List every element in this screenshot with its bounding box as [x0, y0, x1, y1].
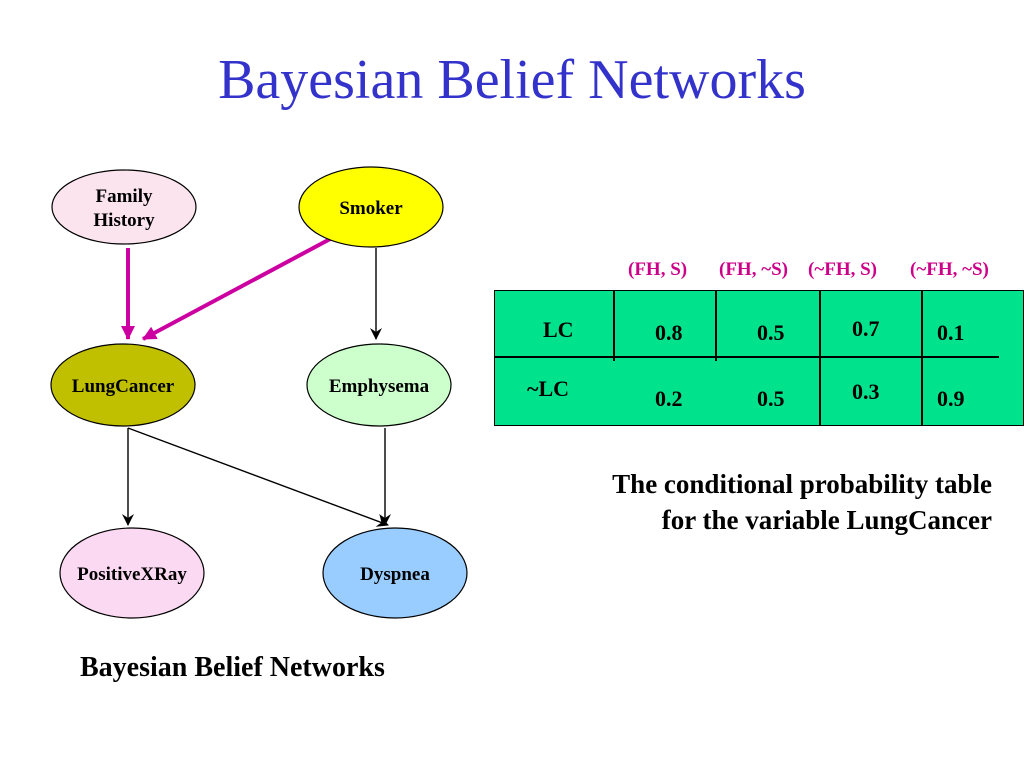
node-emphysema: Emphysema: [306, 343, 452, 427]
cpt-divider: [715, 291, 717, 361]
cpt-header-fh-not-s: (FH, ~S): [719, 259, 788, 280]
edge-lung-cancer-to-dyspnea: [127, 427, 389, 527]
cpt-header-not-fh-not-s: (~FH, ~S): [910, 259, 989, 280]
node-positive-xray-shape: [59, 527, 205, 619]
node-family-history-label: Family: [96, 186, 153, 207]
cpt-cell: 0.7: [852, 316, 880, 341]
node-positive-xray: PositiveXRay: [59, 527, 205, 619]
edge-smoker-to-lung-cancer: [142, 236, 333, 341]
cpt-caption-line: The conditional probability table: [612, 469, 992, 499]
node-smoker-label: Smoker: [339, 198, 403, 219]
cpt-cell: 0.9: [937, 386, 965, 411]
node-emphysema-shape: [306, 343, 452, 427]
node-dyspnea: Dyspnea: [322, 527, 468, 619]
cpt-header-not-fh-s: (~FH, S): [808, 259, 877, 280]
slide-title: Bayesian Belief Networks: [218, 49, 806, 111]
cpt-cell: 0.8: [655, 320, 683, 345]
cpt-caption-line: for the variable LungCancer: [661, 505, 992, 535]
node-lung-cancer-shape: [50, 343, 196, 427]
cpt-divider: [921, 291, 923, 425]
node-smoker: Smoker: [298, 166, 444, 248]
cpt-caption: The conditional probability table for th…: [612, 466, 992, 538]
cpt-header-fh-s: (FH, S): [628, 259, 688, 280]
cpt-cell: 0.3: [852, 379, 880, 404]
node-family-history-label: History: [93, 210, 155, 231]
node-emphysema-label: Emphysema: [329, 376, 430, 397]
cpt-divider: [495, 356, 999, 358]
node-positive-xray-label: PositiveXRay: [77, 564, 187, 585]
node-family-history-shape: [51, 169, 197, 245]
cpt-cell: 0.2: [655, 386, 683, 411]
cpt-cell: 0.5: [757, 320, 785, 345]
cpt-row-label-not-lc: ~LC: [527, 376, 570, 401]
node-dyspnea-shape: [322, 527, 468, 619]
node-lung-cancer: LungCancer: [50, 343, 196, 427]
cpt-row-label-lc: LC: [543, 317, 574, 342]
node-dyspnea-label: Dyspnea: [360, 564, 430, 585]
diagram-caption: Bayesian Belief Networks: [80, 652, 385, 683]
node-lung-cancer-label: LungCancer: [72, 376, 175, 397]
cpt-cell: 0.5: [757, 386, 785, 411]
cpt-divider: [613, 291, 615, 361]
cpt-cell: 0.1: [937, 320, 965, 345]
conditional-probability-table: LC ~LC 0.8 0.5 0.7 0.1 0.2 0.5 0.3 0.9: [494, 290, 1024, 426]
node-smoker-shape: [298, 166, 444, 248]
cpt-divider: [819, 291, 821, 425]
